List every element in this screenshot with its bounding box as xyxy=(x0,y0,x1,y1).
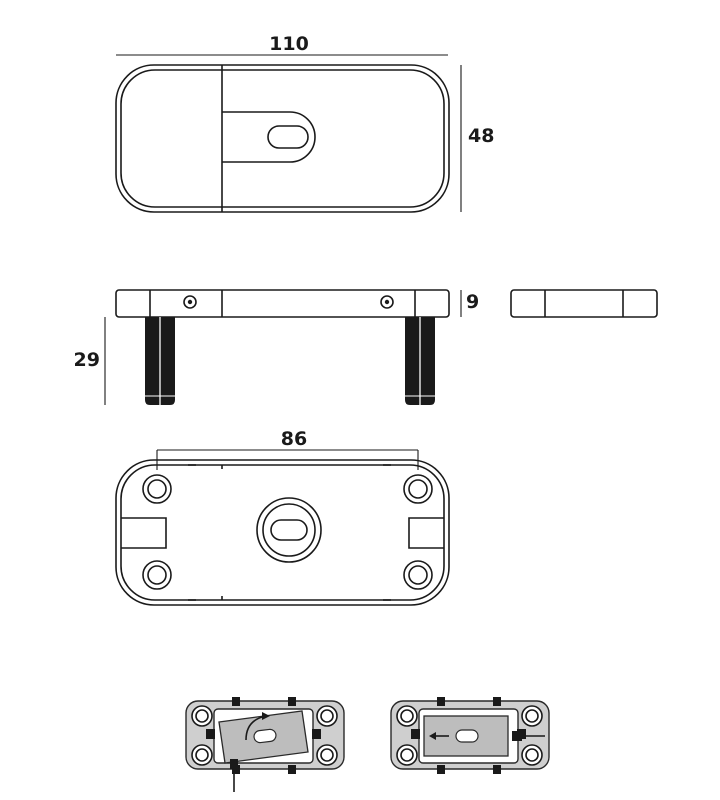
bottom-edge-ticks xyxy=(188,464,391,601)
bottom-view: 86 xyxy=(115,428,450,606)
top-key-slot xyxy=(267,125,309,149)
thickness-dimension-label: 9 xyxy=(466,291,479,313)
step-rotate xyxy=(185,697,345,792)
step-push xyxy=(390,697,550,774)
top-body-outline xyxy=(115,64,450,213)
bottom-key-slot xyxy=(270,519,308,541)
right-notch xyxy=(408,517,444,549)
left-notch xyxy=(121,517,167,549)
pin-left xyxy=(145,317,175,405)
bottom-body-outline xyxy=(115,459,450,606)
side-body-outline xyxy=(115,289,450,318)
slider-tab xyxy=(222,111,316,163)
width-dimension-label: 110 xyxy=(269,33,309,55)
pin-length-dimension-label: 29 xyxy=(74,349,100,371)
side-view: 9 29 xyxy=(74,289,658,405)
screw-head-right xyxy=(380,295,394,309)
screw-head-left xyxy=(183,295,197,309)
height-dimension-label: 48 xyxy=(468,125,494,147)
mounting-holes xyxy=(142,474,433,590)
top-view: 110 48 xyxy=(115,33,494,213)
pin-right xyxy=(405,317,435,405)
end-view xyxy=(510,289,658,318)
lock-rotor xyxy=(256,497,322,563)
top-body-inner-outline xyxy=(120,69,445,208)
hole-spacing-dimension-label: 86 xyxy=(281,428,307,450)
